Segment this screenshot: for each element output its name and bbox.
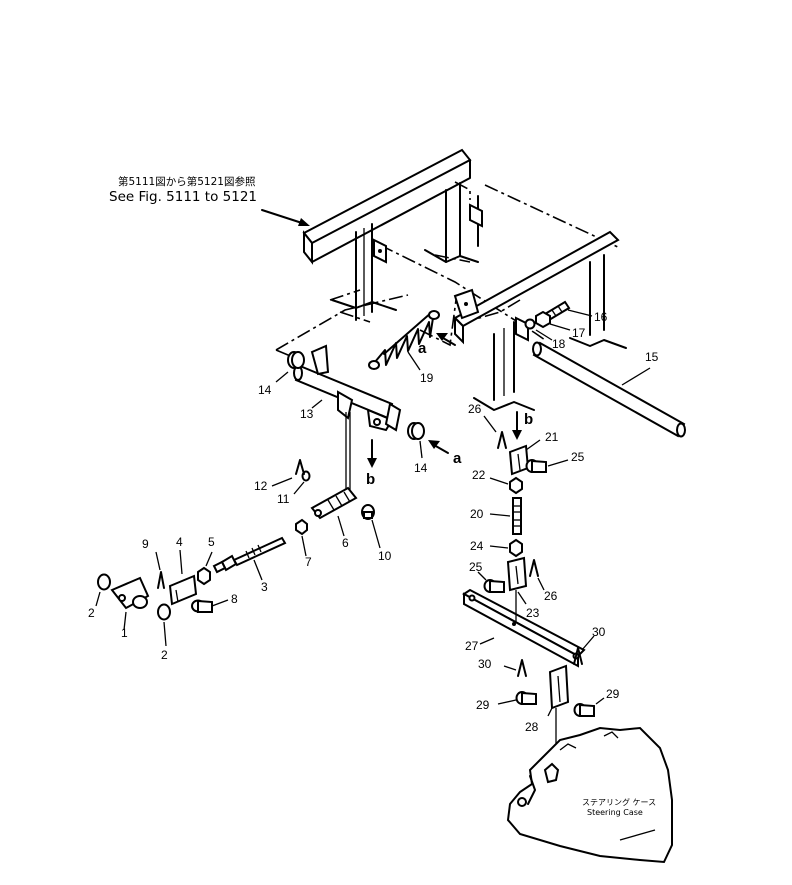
part-17-nut bbox=[535, 310, 551, 329]
part-26-cotter-pin-lower bbox=[529, 559, 539, 577]
part-number-labels: 1 2 2 3 4 5 6 7 8 9 10 11 12 13 14 14 15… bbox=[88, 310, 659, 734]
part-number-18: 18 bbox=[552, 337, 566, 351]
part-1-bracket bbox=[110, 576, 150, 610]
part-number-7: 7 bbox=[305, 555, 312, 569]
part-number-26-upper: 26 bbox=[468, 402, 482, 416]
part-number-11: 11 bbox=[277, 492, 290, 506]
part-number-24: 24 bbox=[470, 539, 484, 553]
frame-post-left bbox=[331, 223, 397, 321]
part-number-22: 22 bbox=[472, 468, 486, 482]
part-number-30-left: 30 bbox=[478, 657, 492, 671]
part-number-29-left: 29 bbox=[476, 698, 490, 712]
part-8-pin bbox=[191, 599, 213, 613]
part-number-12: 12 bbox=[254, 479, 268, 493]
part-number-27: 27 bbox=[465, 639, 479, 653]
part-number-15: 15 bbox=[645, 350, 659, 364]
part-15-rod bbox=[532, 341, 686, 438]
part-2-bushing-right bbox=[157, 603, 171, 621]
part-number-26-lower: 26 bbox=[544, 589, 558, 603]
reference-note-english: See Fig. 5111 to 5121 bbox=[109, 189, 257, 205]
connector-a-lower: a bbox=[428, 440, 462, 467]
part-number-25-upper: 25 bbox=[571, 450, 585, 464]
reference-arrow bbox=[261, 209, 310, 226]
part-number-2-right: 2 bbox=[161, 648, 168, 662]
part-28-clevis bbox=[548, 664, 570, 710]
frame-bracket bbox=[453, 288, 480, 320]
part-number-21: 21 bbox=[545, 430, 559, 444]
part-29-pin-right bbox=[573, 703, 595, 717]
part-30-cotter-pin-left bbox=[517, 659, 527, 677]
part-27-lever-plate bbox=[462, 588, 586, 668]
part-number-25-lower: 25 bbox=[469, 560, 483, 574]
part-number-29-right: 29 bbox=[606, 687, 620, 701]
connector-a-label: a bbox=[418, 340, 427, 357]
part-number-10: 10 bbox=[378, 549, 392, 563]
steering-case-label-english: Steering Case bbox=[587, 808, 643, 817]
part-24-nut bbox=[509, 538, 523, 558]
reference-note-japanese: 第5111図から第5121図参照 bbox=[118, 175, 256, 188]
part-5-nut bbox=[197, 566, 211, 586]
connector-b-label: b bbox=[366, 471, 375, 488]
frame-post-rear-right bbox=[569, 254, 627, 349]
part-number-19: 19 bbox=[420, 371, 434, 385]
part-9-cotter-pin bbox=[157, 571, 165, 589]
part-13-lever-shaft bbox=[293, 344, 402, 432]
part-12-cotter-pin bbox=[295, 459, 305, 475]
part-number-1: 1 bbox=[121, 626, 128, 640]
part-number-2-left: 2 bbox=[88, 606, 95, 620]
part-22-nut bbox=[509, 476, 523, 495]
part-25-pin-lower bbox=[483, 579, 505, 593]
connector-a-upper: a bbox=[418, 333, 456, 357]
part-20-turnbuckle bbox=[512, 497, 522, 535]
part-2-bushing-left bbox=[97, 573, 111, 591]
part-7-nut bbox=[295, 518, 308, 536]
part-21-clevis bbox=[508, 444, 530, 476]
connector-b-label-2: b bbox=[524, 411, 533, 428]
connector-b-right: b bbox=[512, 411, 533, 440]
part-23-clevis bbox=[506, 556, 528, 592]
part-number-28: 28 bbox=[525, 720, 539, 734]
frame-post-front bbox=[473, 316, 535, 411]
connector-b-left: b bbox=[366, 439, 377, 488]
part-number-6: 6 bbox=[342, 536, 349, 550]
part-number-4: 4 bbox=[176, 535, 183, 549]
part-10-pin bbox=[361, 504, 375, 520]
part-18-washer bbox=[524, 318, 536, 330]
part-number-17: 17 bbox=[572, 326, 586, 340]
steering-case-label-japanese: ステアリング ケース bbox=[582, 797, 656, 807]
part-29-pin-left bbox=[515, 691, 537, 705]
part-30-cotter-pin-right bbox=[573, 647, 583, 665]
part-number-13: 13 bbox=[300, 407, 314, 421]
part-4-block bbox=[168, 574, 198, 606]
part-number-30-right: 30 bbox=[592, 625, 606, 639]
part-number-9: 9 bbox=[142, 537, 149, 551]
part-19-spring bbox=[368, 310, 440, 370]
part-number-23: 23 bbox=[526, 606, 540, 620]
connector-a-label-2: a bbox=[453, 450, 462, 467]
frame-outline bbox=[275, 181, 621, 361]
part-number-14-right: 14 bbox=[414, 461, 428, 475]
part-14-bushing-right bbox=[407, 422, 425, 440]
part-number-14-left: 14 bbox=[258, 383, 272, 397]
part-number-16: 16 bbox=[594, 310, 608, 324]
part-6-clevis bbox=[310, 486, 358, 520]
part-number-20: 20 bbox=[470, 507, 484, 521]
steering-case: ステアリング ケース Steering Case bbox=[506, 726, 673, 864]
part-number-8: 8 bbox=[231, 592, 238, 606]
part-number-3: 3 bbox=[261, 580, 268, 594]
part-number-5: 5 bbox=[208, 535, 215, 549]
frame-beam-right bbox=[453, 230, 620, 345]
part-3-threaded-rod bbox=[212, 536, 287, 574]
part-14-bushing-left bbox=[287, 351, 305, 369]
part-25-pin-upper bbox=[525, 459, 547, 473]
frame-post-rear bbox=[424, 182, 483, 263]
part-26-cotter-pin-upper bbox=[497, 431, 507, 449]
frame-beam-left bbox=[302, 148, 472, 265]
